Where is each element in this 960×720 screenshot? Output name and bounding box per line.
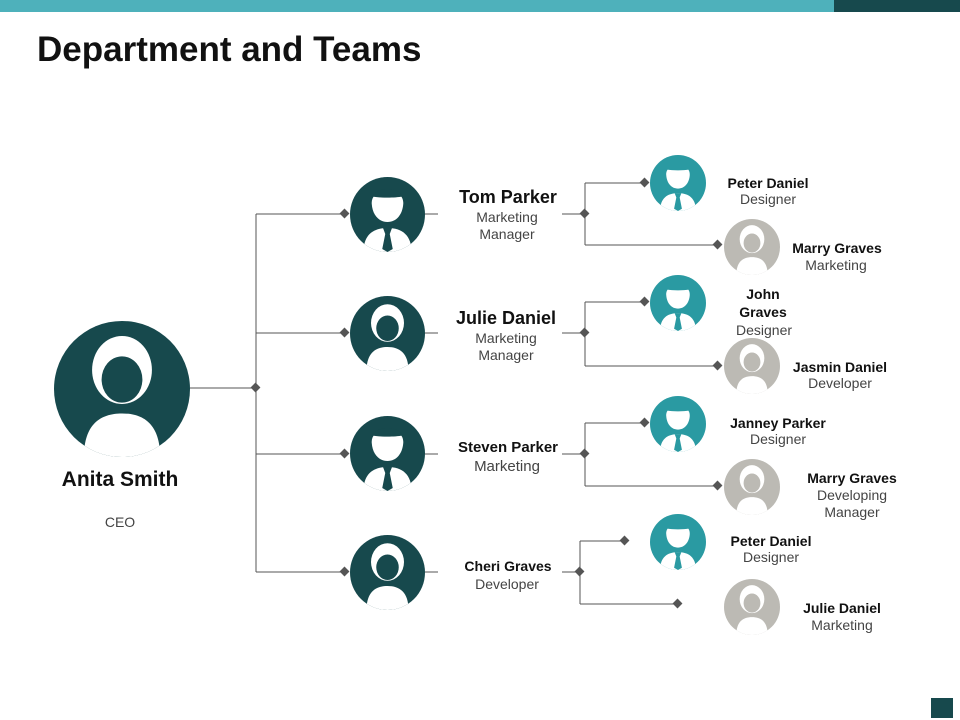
- member-name: Jasmin Daniel: [792, 359, 888, 375]
- manager-avatar: [350, 535, 425, 610]
- member-role: Designer: [739, 191, 797, 207]
- female-user-icon: [736, 344, 768, 394]
- member-avatar: [724, 459, 780, 515]
- manager-name: Tom Parker: [459, 187, 557, 207]
- female-user-icon: [736, 225, 768, 275]
- member-avatar: [650, 275, 706, 331]
- top-accent-bar: [0, 0, 834, 12]
- manager-role: Developer: [475, 576, 539, 592]
- ceo-name: Anita Smith: [61, 468, 179, 491]
- male-user-icon: [363, 428, 412, 491]
- member-avatar: [650, 396, 706, 452]
- manager-avatar: [350, 177, 425, 252]
- manager-name: Julie Daniel: [455, 308, 557, 328]
- member-name: Peter Daniel: [727, 175, 809, 191]
- member-role: Marketing: [811, 617, 873, 633]
- ceo-role: CEO: [104, 514, 136, 530]
- top-accent-bar-dark: [834, 0, 960, 12]
- member-avatar: [650, 155, 706, 211]
- member-name: Marry Graves: [807, 470, 897, 486]
- member-name: John Graves: [739, 286, 787, 320]
- ceo-avatar: [54, 321, 190, 457]
- male-user-icon: [660, 522, 696, 570]
- member-name: Peter Daniel: [730, 533, 812, 549]
- member-avatar: [724, 338, 780, 394]
- manager-name: Steven Parker: [457, 439, 559, 456]
- female-user-icon: [366, 543, 409, 610]
- female-user-icon: [83, 335, 161, 457]
- manager-name: Cheri Graves: [464, 558, 552, 574]
- male-user-icon: [660, 163, 696, 211]
- female-user-icon: [736, 585, 768, 635]
- manager-role: Marketing Manager: [476, 209, 538, 242]
- female-user-icon: [736, 465, 768, 515]
- male-user-icon: [660, 283, 696, 331]
- manager-role: Marketing Manager: [475, 330, 537, 363]
- page-title: Department and Teams: [37, 30, 422, 69]
- female-user-icon: [366, 304, 409, 371]
- member-role: Developer: [808, 375, 872, 391]
- manager-avatar: [350, 296, 425, 371]
- corner-square: [931, 698, 953, 718]
- member-avatar: [650, 514, 706, 570]
- member-name: Marry Graves: [792, 240, 882, 256]
- manager-role: Marketing: [474, 458, 540, 475]
- member-role: Designer: [735, 322, 793, 338]
- member-avatar: [724, 579, 780, 635]
- member-role: Developing Manager: [816, 487, 888, 520]
- member-role: Marketing: [805, 257, 867, 273]
- manager-avatar: [350, 416, 425, 491]
- member-avatar: [724, 219, 780, 275]
- member-role: Designer: [749, 431, 807, 447]
- member-name: Julie Daniel: [803, 600, 881, 616]
- member-role: Designer: [742, 549, 800, 565]
- male-user-icon: [363, 189, 412, 252]
- member-name: Janney Parker: [730, 415, 826, 431]
- male-user-icon: [660, 404, 696, 452]
